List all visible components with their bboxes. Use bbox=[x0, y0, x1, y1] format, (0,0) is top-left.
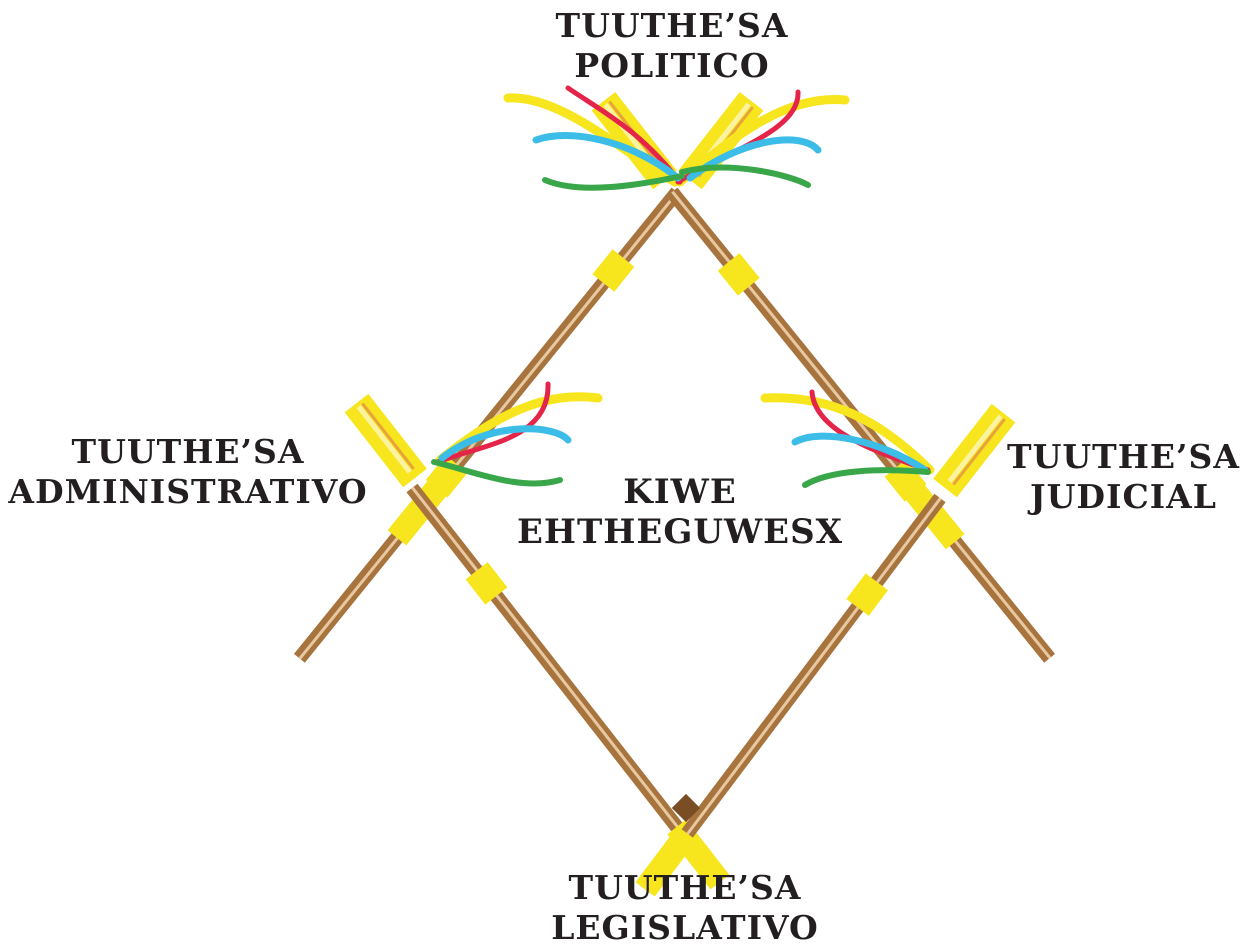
left-ribbons bbox=[431, 381, 603, 487]
left-corner-tassel bbox=[344, 393, 427, 488]
staff-band bbox=[465, 562, 508, 605]
ribbon-yellow-left bbox=[503, 93, 680, 187]
label-center-title: KIWE EHTHEGUWESX bbox=[470, 472, 890, 552]
label-judicial-line1: TUUTHE’SA bbox=[1007, 437, 1240, 476]
bottom-crossing bbox=[671, 793, 701, 823]
staff-band bbox=[592, 249, 635, 292]
ribbon-blue bbox=[791, 432, 929, 474]
staff-left-bottom bbox=[406, 483, 730, 890]
label-administrativo: TUUTHE’SA ADMINISTRATIVO bbox=[0, 432, 376, 512]
ribbon-green-left bbox=[542, 173, 685, 191]
ribbon-blue-left bbox=[532, 132, 682, 182]
staff-band bbox=[846, 573, 888, 616]
staff-band bbox=[717, 253, 760, 296]
label-legislativo-line2: LEGISLATIVO bbox=[551, 908, 819, 947]
label-administrativo-line1: TUUTHE’SA bbox=[71, 432, 305, 471]
label-center-line1: KIWE bbox=[623, 472, 737, 512]
ribbon-green bbox=[431, 459, 563, 487]
label-legislativo: TUUTHE’SA LEGISLATIVO bbox=[475, 868, 895, 948]
staff-right-bottom bbox=[635, 493, 946, 897]
ribbon-blue bbox=[438, 425, 572, 462]
label-politico-line1: TUUTHE’SA bbox=[555, 6, 789, 45]
staff-tassel bbox=[635, 826, 697, 897]
ribbon-green bbox=[802, 467, 931, 488]
label-judicial-line2: JUDICIAL bbox=[1030, 477, 1217, 516]
ribbon-yellow bbox=[760, 393, 935, 475]
label-politico-line2: POLITICO bbox=[574, 46, 770, 85]
ribbon-green-right bbox=[679, 164, 811, 188]
label-legislativo-line1: TUUTHE’SA bbox=[568, 868, 802, 907]
top-ribbons bbox=[503, 85, 850, 191]
label-judicial: TUUTHE’SA JUDICIAL bbox=[1000, 437, 1247, 517]
label-politico: TUUTHE’SA POLITICO bbox=[472, 6, 872, 86]
label-center-line2: EHTHEGUWESX bbox=[516, 512, 844, 552]
right-corner-tassel bbox=[933, 403, 1016, 498]
staff-tassel bbox=[387, 475, 451, 546]
right-ribbons bbox=[760, 389, 935, 488]
ribbon-red bbox=[435, 381, 551, 465]
ribbon-yellow-right bbox=[675, 95, 850, 187]
label-administrativo-line2: ADMINISTRATIVO bbox=[8, 472, 368, 511]
